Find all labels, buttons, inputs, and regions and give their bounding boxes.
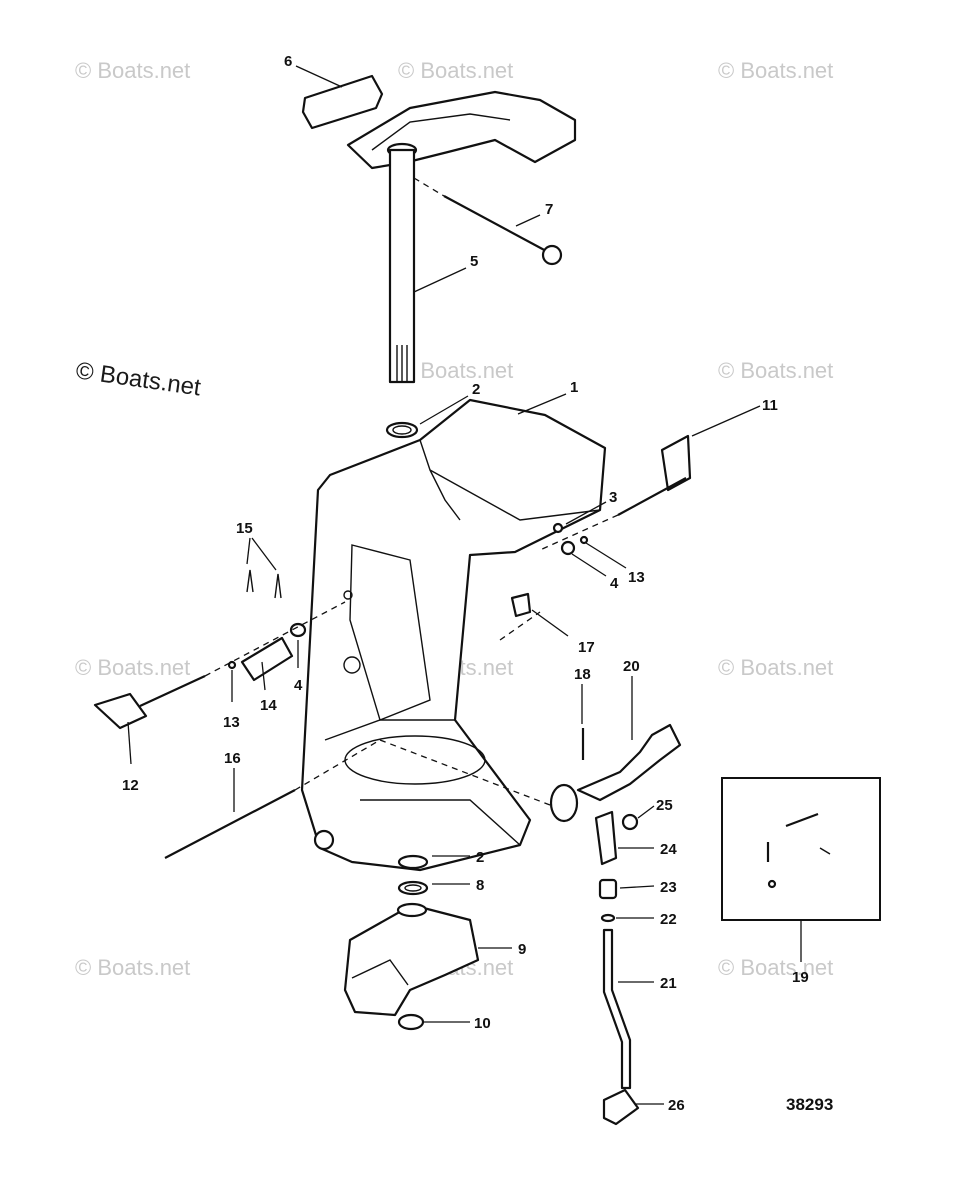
callout-11: 11 — [762, 397, 778, 414]
callout-4-left: 4 — [294, 677, 303, 694]
callout-12: 12 — [122, 777, 139, 794]
callout-26: 26 — [668, 1097, 685, 1114]
watermark-top-right: © Boats.net — [718, 58, 833, 83]
hardware-left — [93, 569, 346, 730]
part-6-plate — [301, 74, 384, 130]
part-20-lever — [379, 723, 682, 823]
part-7-bolt — [413, 177, 563, 266]
callout-2-top: 2 — [472, 381, 480, 398]
part-2-ring-top — [385, 421, 419, 439]
callout-10: 10 — [474, 1015, 491, 1032]
callout-17: 17 — [578, 639, 595, 656]
callout-4-right: 4 — [610, 575, 619, 592]
callout-7: 7 — [545, 201, 553, 218]
callout-19: 19 — [792, 969, 809, 986]
callout-2-bottom: 2 — [476, 849, 484, 866]
callout-23: 23 — [660, 879, 677, 896]
callout-3: 3 — [609, 489, 617, 506]
callout-8: 8 — [476, 877, 484, 894]
figure-number: 38293 — [786, 1095, 833, 1114]
part-9-lower-bracket — [343, 902, 480, 1017]
callout-13-right: 13 — [628, 569, 645, 586]
callout-9: 9 — [518, 941, 526, 958]
callout-25: 25 — [656, 797, 673, 814]
part-11-pivot-pin — [539, 434, 692, 551]
shift-linkage-stack — [594, 810, 640, 1126]
watermark-top-center: © Boats.net — [398, 58, 513, 83]
callout-18: 18 — [574, 666, 591, 683]
callout-24: 24 — [660, 841, 677, 858]
watermark-upper-right: © Boats.net — [718, 358, 833, 383]
part-5-steering-arm — [346, 90, 577, 384]
watermark-bottom-left: © Boats.net — [75, 955, 190, 980]
callout-14: 14 — [260, 697, 277, 714]
callout-13-left: 13 — [223, 714, 240, 731]
callout-15: 15 — [236, 520, 253, 537]
callout-6: 6 — [284, 53, 292, 70]
watermark-middle-right: © Boats.net — [718, 655, 833, 680]
callouts: 6 7 5 2 1 11 3 13 4 17 15 14 4 13 12 16 — [122, 53, 809, 1114]
hardware-right — [552, 522, 589, 556]
callout-5: 5 — [470, 253, 478, 270]
callout-16: 16 — [224, 750, 241, 767]
watermark-middle-left: © Boats.net — [75, 655, 190, 680]
callout-22: 22 — [660, 911, 677, 928]
part-16-rod — [164, 739, 381, 859]
watermark-top-left: © Boats.net — [75, 58, 190, 83]
callout-21: 21 — [660, 975, 677, 992]
part-1-swivel-bracket — [300, 398, 607, 872]
watermark-bottom-right: © Boats.net — [718, 955, 833, 980]
callout-1: 1 — [570, 379, 578, 396]
watermarks: © Boats.net © Boats.net © Boats.net © Bo… — [74, 58, 833, 980]
inset-box-19 — [721, 777, 881, 921]
watermark-dark: © Boats.net — [74, 357, 203, 401]
part-10-bushing — [397, 1013, 425, 1031]
callout-20: 20 — [623, 658, 640, 675]
watermark-upper-center: © Boats.net — [398, 358, 513, 383]
part-17-bushing — [499, 592, 541, 641]
bottom-rings — [397, 854, 429, 896]
